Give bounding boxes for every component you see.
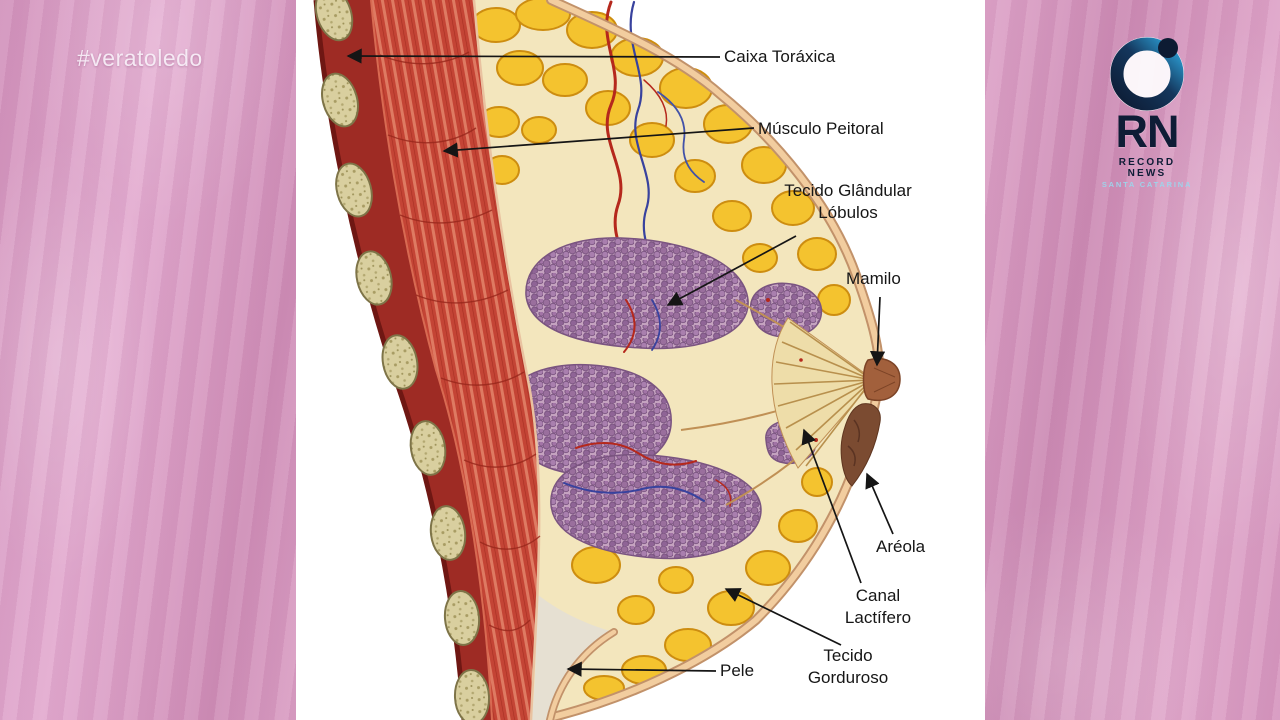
glandular-lobules bbox=[504, 237, 823, 560]
channel-logo: RN RECORD NEWS SANTA CATARINA bbox=[1098, 32, 1196, 189]
label-mamilo: Mamilo bbox=[846, 269, 901, 288]
label-tecido-gorduroso: Tecido Gorduroso bbox=[807, 646, 889, 688]
nipple bbox=[862, 358, 901, 401]
label-musculo-peitoral: Músculo Peitoral bbox=[758, 119, 884, 138]
arrow-canal-lactifero bbox=[801, 428, 862, 584]
arrow-mamilo bbox=[869, 296, 886, 367]
channel-logo-region: SANTA CATARINA bbox=[1101, 180, 1193, 189]
channel-logo-abbr: RN bbox=[1115, 106, 1180, 157]
areola-texture bbox=[847, 419, 861, 467]
muscle-outer-fascia bbox=[472, 0, 541, 720]
label-caixa-toraxica: Caixa Toráxica bbox=[724, 47, 836, 66]
pectoral-muscle bbox=[371, 0, 540, 720]
label-areola: Aréola bbox=[876, 537, 926, 556]
arrow-musculo-peitoral bbox=[442, 127, 755, 158]
arrow-tecido-glandular bbox=[666, 235, 797, 306]
label-canal-lactifero: Canal Lactífero bbox=[844, 586, 912, 628]
channel-logo-swirl-icon bbox=[1110, 37, 1184, 111]
label-pele: Pele bbox=[720, 661, 755, 680]
muscle-fascia-line bbox=[370, 0, 493, 720]
areola bbox=[840, 403, 881, 487]
label-arrows bbox=[346, 48, 894, 677]
breast-anatomy-illustration bbox=[313, 0, 901, 720]
rib-cross-sections bbox=[314, 0, 491, 720]
arrow-tecido-gorduroso bbox=[724, 588, 842, 646]
arrow-caixa-toraxica bbox=[346, 48, 721, 64]
label-tecido-glandular-lobulos: Tecido Glândular Lóbulos bbox=[784, 181, 912, 223]
channel-logo-name: RECORD NEWS bbox=[1118, 157, 1176, 179]
blood-vessels-lower bbox=[563, 299, 732, 507]
arrow-pele bbox=[566, 661, 717, 677]
hashtag-overlay: #veratoledo bbox=[77, 45, 203, 71]
arrow-areola bbox=[865, 472, 894, 535]
nipple-detail-lines bbox=[873, 367, 896, 393]
diagram-panel: Caixa Toráxica Músculo Peitoral Tecido G… bbox=[296, 0, 985, 720]
